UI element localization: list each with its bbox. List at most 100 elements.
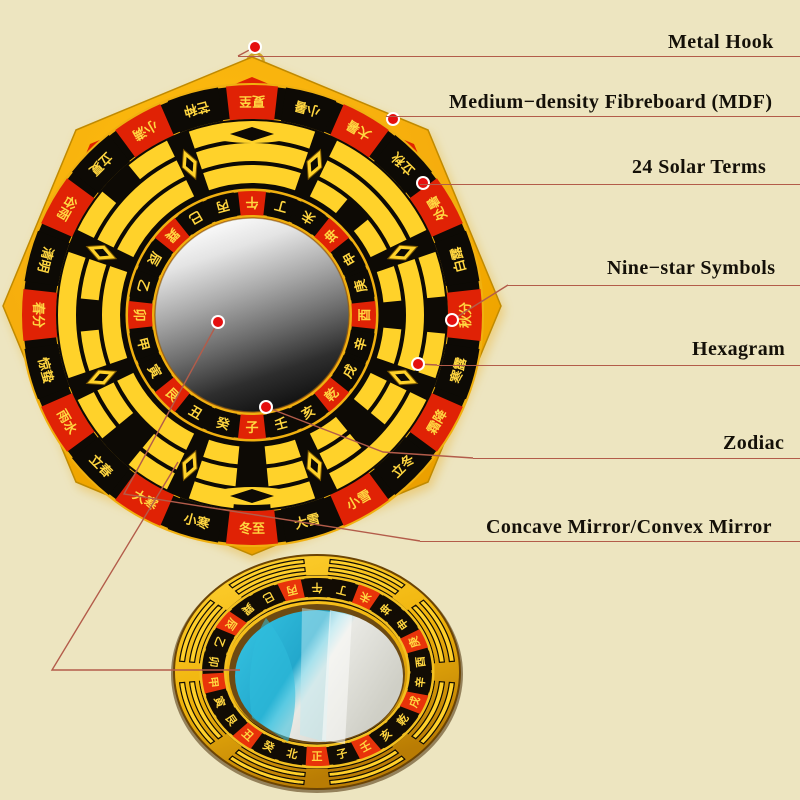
solar-term-cell (330, 472, 389, 526)
oval-trigram-bar (234, 566, 306, 595)
solar-term-cell (280, 87, 337, 133)
svg-text:春分: 春分 (30, 301, 46, 328)
trigram-bar (418, 251, 446, 299)
solar-term-label: 白露 (447, 244, 469, 274)
svg-text:卯: 卯 (206, 656, 221, 669)
zodiac-cell (332, 354, 366, 389)
callout-dot[interactable] (213, 317, 223, 327)
oval-ring-label: 丁 (335, 582, 349, 597)
svg-text:卯: 卯 (131, 308, 147, 321)
oval-ring-cell (350, 734, 382, 760)
svg-text:白露: 白露 (447, 244, 469, 274)
oval-ring-cell (202, 672, 227, 694)
trigram-bar (309, 416, 348, 450)
solar-term-cell (167, 87, 224, 133)
oval-trigram-bar (188, 604, 224, 663)
svg-text:午: 午 (312, 581, 323, 595)
solar-term-label: 冬至 (239, 521, 265, 537)
solar-term-label: 清明 (34, 245, 56, 274)
oval-trigram-bar (328, 749, 400, 778)
center-mirror (154, 217, 350, 413)
oval-ring-cell (400, 629, 429, 654)
nine-star-symbol (181, 148, 198, 181)
oval-ring-label: 甲 (206, 676, 220, 688)
svg-text:辛: 辛 (413, 676, 428, 689)
oval-ring-cell (253, 734, 283, 760)
svg-text:大雪: 大雪 (293, 511, 322, 533)
zodiac-cell (129, 329, 159, 361)
oval-ring-cell (231, 595, 264, 622)
trigram-bar (101, 266, 128, 364)
callout-dot[interactable] (261, 402, 271, 412)
trigram-bar (319, 160, 407, 248)
zodiac-cell (351, 300, 376, 330)
zodiac-cell (291, 201, 326, 235)
svg-text:丙: 丙 (285, 582, 299, 597)
callout-rule-hexagram (437, 365, 800, 366)
oval-trigram-bar (228, 558, 305, 589)
zodiac-cell (237, 414, 267, 440)
solar-term-cell (21, 288, 58, 342)
trigram-bar (203, 439, 240, 465)
svg-text:芒种: 芒种 (182, 97, 211, 119)
oval-ring-cell (305, 746, 330, 766)
solar-term-cell (409, 393, 463, 452)
trigram-bar (370, 382, 407, 425)
oval-ring-label: 乙 (211, 635, 227, 650)
callout-rule-mirror (420, 541, 800, 542)
zodiac-cell (332, 241, 366, 276)
solar-term-cell (72, 135, 130, 193)
zodiac-label: 丑 (186, 404, 205, 423)
svg-text:冬至: 冬至 (239, 521, 265, 537)
solar-term-cell (434, 230, 480, 287)
svg-text:寒露: 寒露 (447, 355, 470, 386)
svg-text:酉: 酉 (414, 656, 428, 668)
trigram-bar (264, 439, 301, 465)
trigram-bar (128, 450, 175, 490)
callout-dot[interactable] (447, 315, 457, 325)
oval-ring-cell (370, 722, 403, 749)
svg-text:小暑: 小暑 (293, 97, 322, 118)
zodiac-cell (314, 377, 350, 413)
oval-ring-cell (329, 742, 357, 766)
oval-ring-cell (205, 690, 234, 715)
solar-term-label: 小暑 (293, 97, 322, 118)
svg-text:酉: 酉 (358, 308, 373, 321)
zodiac-cell (128, 300, 153, 330)
zodiac-cell (138, 241, 172, 276)
nine-star-symbol (181, 449, 198, 482)
oval-ring-label: 北 (285, 745, 299, 761)
solar-term-label: 小寒 (182, 511, 212, 533)
zodiac-label: 辛 (352, 336, 371, 353)
zodiac-cell (314, 217, 350, 253)
callout-dot[interactable] (413, 359, 423, 369)
trigram-bar (266, 460, 308, 487)
trigram-bar (376, 266, 402, 303)
svg-text:巳: 巳 (261, 589, 277, 606)
zodiac-label: 丙 (214, 196, 230, 214)
svg-text:庚: 庚 (406, 635, 423, 650)
trigram-bar (117, 180, 195, 258)
svg-text:小寒: 小寒 (182, 511, 212, 533)
oval-ring-cell (252, 584, 284, 610)
svg-text:乙: 乙 (211, 635, 227, 650)
oval-ring-label: 午 (312, 581, 323, 595)
svg-text:丑: 丑 (186, 404, 205, 423)
oval-ring-cell (407, 672, 432, 693)
zodiac-label: 子 (245, 421, 258, 436)
solar-term-cell (41, 178, 95, 237)
solar-term-label: 夏至 (239, 93, 266, 108)
solar-term-cell (115, 104, 174, 158)
solar-term-cell (374, 135, 432, 193)
oval-ring-cell (277, 578, 305, 602)
solar-term-cell (446, 288, 482, 342)
oval-ring-label: 庚 (406, 635, 423, 650)
oval-trigram-bar (418, 681, 456, 745)
oval-ring-label: 寅 (211, 694, 228, 709)
oval-ring-cell (202, 651, 227, 672)
trigram-bar (57, 251, 86, 379)
oval-ring-cell (371, 595, 402, 622)
callout-dot[interactable] (250, 42, 260, 52)
nine-star-symbol (386, 369, 419, 386)
callout-dot[interactable] (418, 178, 428, 188)
